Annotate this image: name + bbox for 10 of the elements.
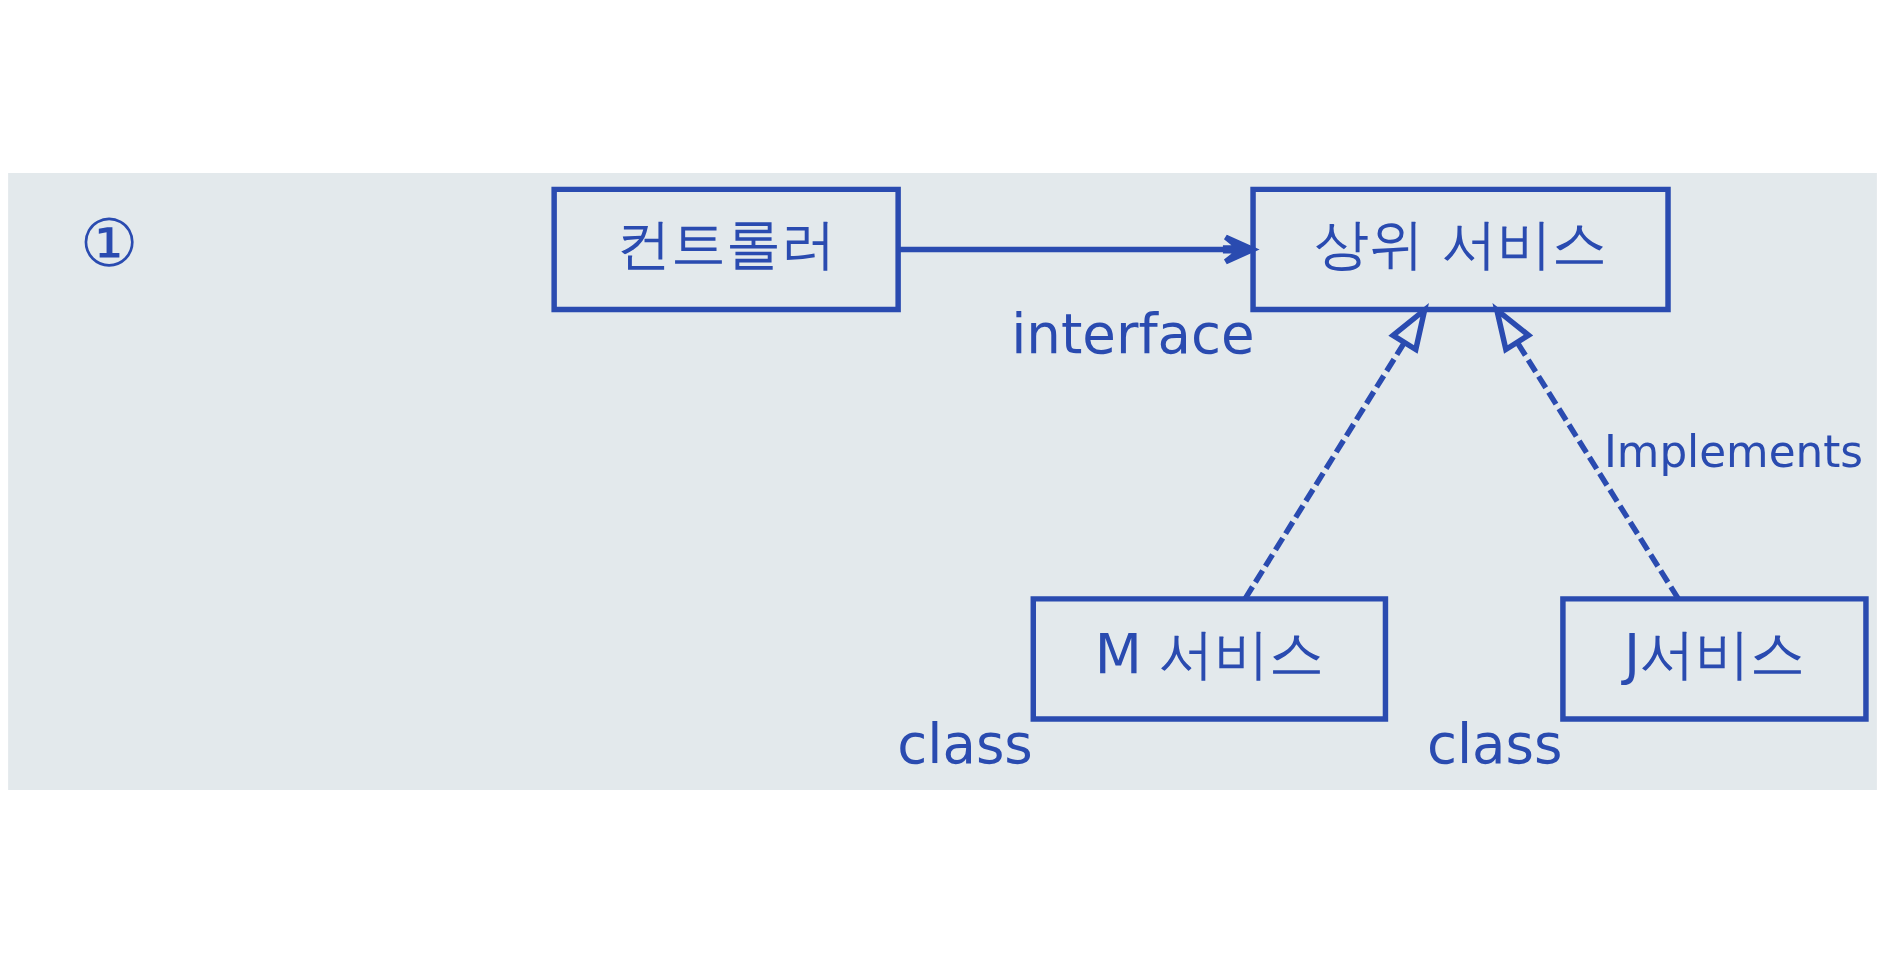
node-label: class: [897, 711, 1033, 776]
edge-label: Implements: [1603, 426, 1864, 478]
arrow: [1492, 302, 1681, 600]
node-box: 상위 서비스: [1250, 186, 1671, 313]
node-label: class: [1426, 711, 1563, 776]
node-box: J서비스: [1560, 596, 1869, 722]
node-box: M 서비스: [1030, 596, 1389, 722]
label: ①: [79, 205, 139, 282]
arrow: [1243, 302, 1429, 600]
node-box: 컨트롤러: [551, 186, 901, 313]
